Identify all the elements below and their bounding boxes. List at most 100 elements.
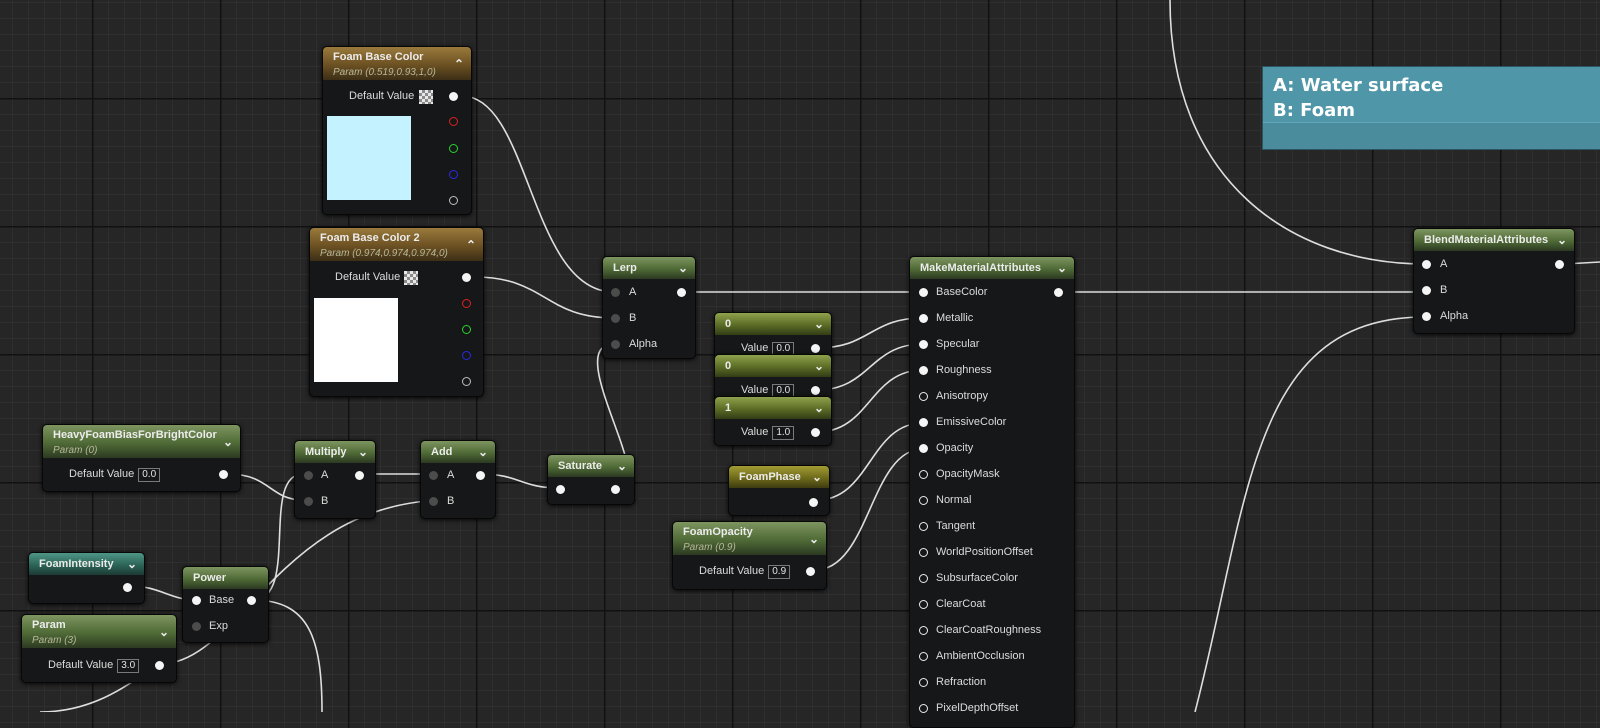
chevron-down-icon[interactable]: ⌄ (1056, 261, 1067, 275)
output-pin[interactable] (476, 471, 485, 480)
chevron-down-icon[interactable]: ⌄ (813, 359, 824, 373)
node-header[interactable]: 0 ⌄ (715, 355, 831, 377)
output-pin[interactable] (811, 344, 820, 353)
chevron-down-icon[interactable]: ⌄ (811, 470, 822, 484)
input-pin-a[interactable] (429, 471, 438, 480)
input-pin-a[interactable] (611, 288, 620, 297)
value-field[interactable]: 0.0 (138, 468, 161, 482)
make-material-attributes-node[interactable]: MakeMaterialAttributes ⌄ BaseColor Metal… (909, 256, 1075, 728)
heavy-foam-bias-node[interactable]: HeavyFoamBiasForBrightColor Param (0) ⌄ … (42, 424, 241, 492)
input-pin-anisotropy[interactable] (919, 392, 928, 401)
alpha-pin[interactable] (449, 196, 458, 205)
output-pin[interactable] (155, 661, 164, 670)
chevron-down-icon[interactable]: ⌄ (616, 459, 627, 473)
node-header[interactable]: 1 ⌄ (715, 397, 831, 419)
foam-intensity-node[interactable]: FoamIntensity ⌄ (28, 552, 145, 604)
input-pin-opacity[interactable] (919, 444, 928, 453)
input-pin-normal[interactable] (919, 496, 928, 505)
input-pin-ao[interactable] (919, 652, 928, 661)
input-pin-basecolor[interactable] (919, 288, 928, 297)
node-header[interactable]: BlendMaterialAttributes ⌄ (1414, 229, 1574, 251)
chevron-down-icon[interactable]: ⌄ (813, 317, 824, 331)
input-pin-opacitymask[interactable] (919, 470, 928, 479)
output-pin[interactable] (462, 273, 471, 282)
chevron-down-icon[interactable]: ⌄ (677, 261, 688, 275)
output-pin[interactable] (449, 92, 458, 101)
output-pin[interactable] (247, 596, 256, 605)
output-pin[interactable] (811, 386, 820, 395)
input-pin-a[interactable] (304, 471, 313, 480)
output-pin[interactable] (811, 428, 820, 437)
output-pin[interactable] (806, 567, 815, 576)
input-pin-base[interactable] (192, 596, 201, 605)
node-header[interactable]: Multiply ⌄ (295, 441, 375, 463)
node-header[interactable]: Foam Base Color Param (0.519,0.93,1,0) ⌃ (323, 47, 471, 80)
input-pin-b[interactable] (1422, 286, 1431, 295)
red-pin[interactable] (449, 117, 458, 126)
node-header[interactable]: Foam Base Color 2 Param (0.974,0.974,0.9… (310, 228, 483, 261)
output-pin[interactable] (611, 485, 620, 494)
blend-material-attributes-node[interactable]: BlendMaterialAttributes ⌄ A B Alpha (1413, 228, 1575, 334)
node-header[interactable]: FoamPhase ⌄ (729, 466, 829, 488)
lerp-node[interactable]: Lerp ⌄ A B Alpha (602, 256, 696, 359)
chevron-down-icon[interactable]: ⌄ (222, 435, 233, 449)
node-header[interactable]: Param Param (3) ⌄ (22, 615, 176, 648)
input-pin-tangent[interactable] (919, 522, 928, 531)
chevron-down-icon[interactable]: ⌄ (1556, 233, 1567, 247)
input-pin-refraction[interactable] (919, 678, 928, 687)
output-pin[interactable] (677, 288, 686, 297)
chevron-down-icon[interactable]: ⌄ (357, 445, 368, 459)
output-pin[interactable] (1555, 260, 1564, 269)
foam-base-color-node[interactable]: Foam Base Color Param (0.519,0.93,1,0) ⌃… (322, 46, 472, 215)
input-pin-metallic[interactable] (919, 314, 928, 323)
foam-base-color-2-node[interactable]: Foam Base Color 2 Param (0.974,0.974,0.9… (309, 227, 484, 397)
node-header[interactable]: Add ⌄ (421, 441, 495, 463)
output-pin[interactable] (809, 498, 818, 507)
input-pin-clearcoat[interactable] (919, 600, 928, 609)
chevron-down-icon[interactable]: ⌄ (808, 532, 819, 546)
blue-pin[interactable] (462, 351, 471, 360)
input-pin-exp[interactable] (192, 622, 201, 631)
value-field[interactable]: 3.0 (117, 659, 140, 673)
node-header[interactable]: MakeMaterialAttributes ⌄ (910, 257, 1074, 279)
node-header[interactable]: HeavyFoamBiasForBrightColor Param (0) ⌄ (43, 425, 240, 458)
input-pin-alpha[interactable] (611, 340, 620, 349)
node-header[interactable]: Lerp ⌄ (603, 257, 695, 279)
input-pin-a[interactable] (1422, 260, 1431, 269)
input-pin-alpha[interactable] (1422, 312, 1431, 321)
chevron-down-icon[interactable]: ⌄ (813, 401, 824, 415)
input-pin-specular[interactable] (919, 340, 928, 349)
output-pin[interactable] (1054, 288, 1063, 297)
red-pin[interactable] (462, 299, 471, 308)
input-pin-roughness[interactable] (919, 366, 928, 375)
comment-box[interactable]: A: Water surface B: Foam (1262, 66, 1600, 150)
input-pin-subsurface[interactable] (919, 574, 928, 583)
value-field[interactable]: 0.9 (768, 565, 791, 579)
chevron-up-icon[interactable]: ⌃ (465, 238, 476, 252)
blue-pin[interactable] (449, 170, 458, 179)
input-pin-b[interactable] (304, 497, 313, 506)
chevron-down-icon[interactable]: ⌄ (477, 445, 488, 459)
green-pin[interactable] (449, 144, 458, 153)
node-header[interactable]: Saturate ⌄ (548, 455, 634, 477)
power-node[interactable]: Power Base Exp (182, 566, 269, 643)
node-header[interactable]: FoamIntensity ⌄ (29, 553, 144, 575)
chevron-down-icon[interactable]: ⌄ (126, 557, 137, 571)
foam-phase-node[interactable]: FoamPhase ⌄ (728, 465, 830, 516)
node-header[interactable]: 0 ⌄ (715, 313, 831, 335)
input-pin-b[interactable] (429, 497, 438, 506)
value-field[interactable]: 1.0 (772, 426, 795, 440)
alpha-pin[interactable] (462, 377, 471, 386)
input-pin-emissive[interactable] (919, 418, 928, 427)
output-pin[interactable] (355, 471, 364, 480)
output-pin[interactable] (219, 470, 228, 479)
green-pin[interactable] (462, 325, 471, 334)
input-pin-wpo[interactable] (919, 548, 928, 557)
input-pin[interactable] (556, 485, 565, 494)
node-header[interactable]: FoamOpacity Param (0.9) ⌄ (673, 522, 826, 555)
node-header[interactable]: Power (183, 567, 268, 589)
